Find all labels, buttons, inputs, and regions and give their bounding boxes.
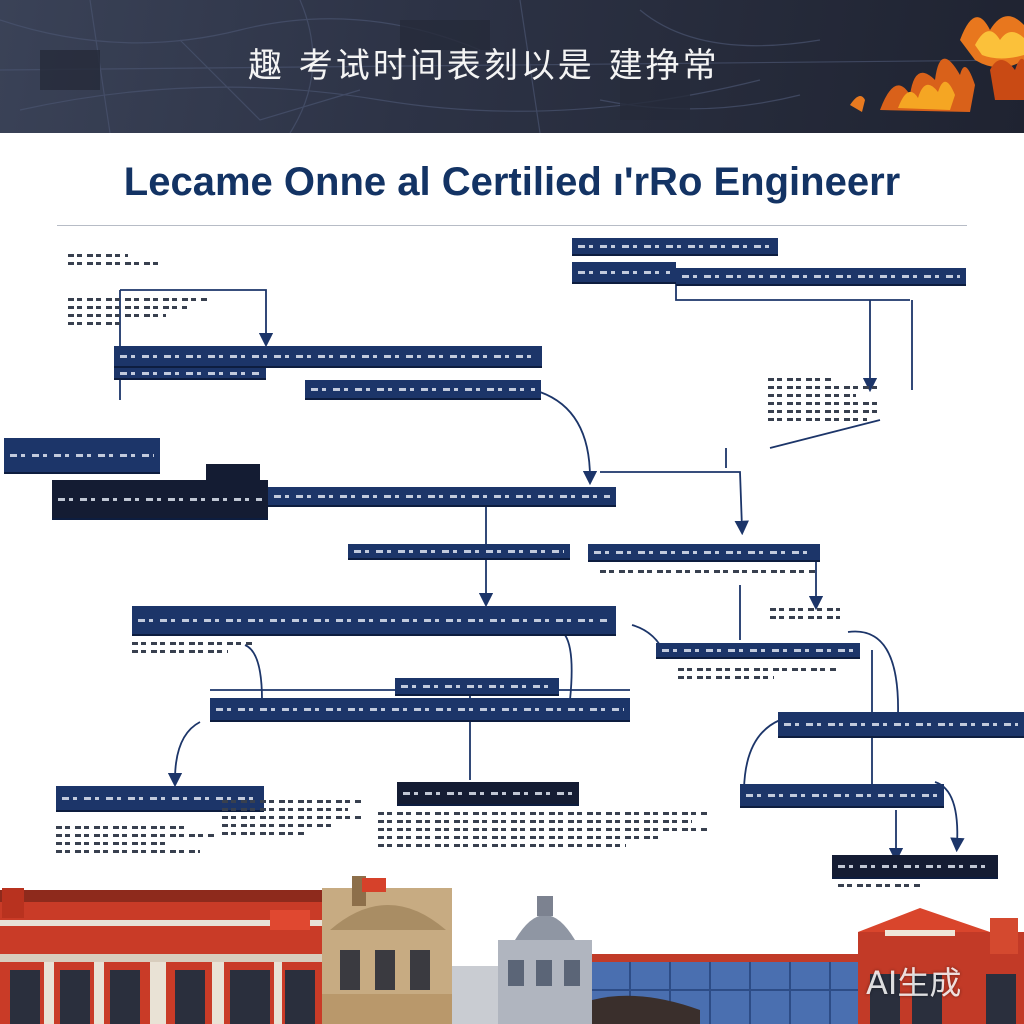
flow-node-8: [52, 480, 268, 520]
title-divider: [57, 225, 967, 226]
page-title: Lecame Onne al Certilied ı'rRo Engineerr: [123, 160, 901, 204]
caption-block: [222, 800, 362, 840]
flow-node-6: [4, 438, 160, 474]
caption-block: [600, 570, 816, 578]
flow-node-19: [740, 784, 944, 808]
flow-node-3: [572, 238, 778, 256]
caption-block: [768, 378, 878, 426]
flow-node-9: [268, 487, 616, 507]
caption-block: [68, 298, 208, 330]
caption-block: [132, 642, 252, 658]
flow-node-1: [114, 346, 542, 368]
flow-node-2: [305, 380, 541, 400]
caption-block: [56, 826, 216, 858]
caption-block: [838, 884, 958, 892]
flow-node-17: [56, 786, 264, 812]
flow-node-12: [132, 606, 616, 636]
banner-texture: [0, 0, 1024, 133]
caption-block: [68, 254, 168, 270]
flow-node-14: [395, 678, 559, 696]
flow-node-20: [832, 855, 998, 879]
top-banner: 趣 考试时间表刻以是 建挣常: [0, 0, 1024, 133]
flow-node-5: [676, 268, 966, 286]
banner-title: 趣 考试时间表刻以是 建挣常: [248, 46, 720, 86]
flow-node-13: [656, 643, 860, 659]
flow-node-16: [778, 712, 1024, 738]
caption-block: [770, 608, 840, 624]
caption-block: [678, 668, 838, 684]
ai-generated-watermark: AI生成: [866, 964, 962, 1002]
flow-node-11: [588, 544, 820, 562]
caption-block: [378, 812, 708, 852]
fire-icon: [850, 16, 1024, 112]
flow-node-1b: [114, 368, 266, 380]
flow-node-18: [397, 782, 579, 806]
flow-node-4: [572, 262, 676, 284]
flow-node-15: [210, 698, 630, 722]
flow-node-10: [348, 544, 570, 560]
city-skyline-illustration: [0, 876, 1024, 1024]
